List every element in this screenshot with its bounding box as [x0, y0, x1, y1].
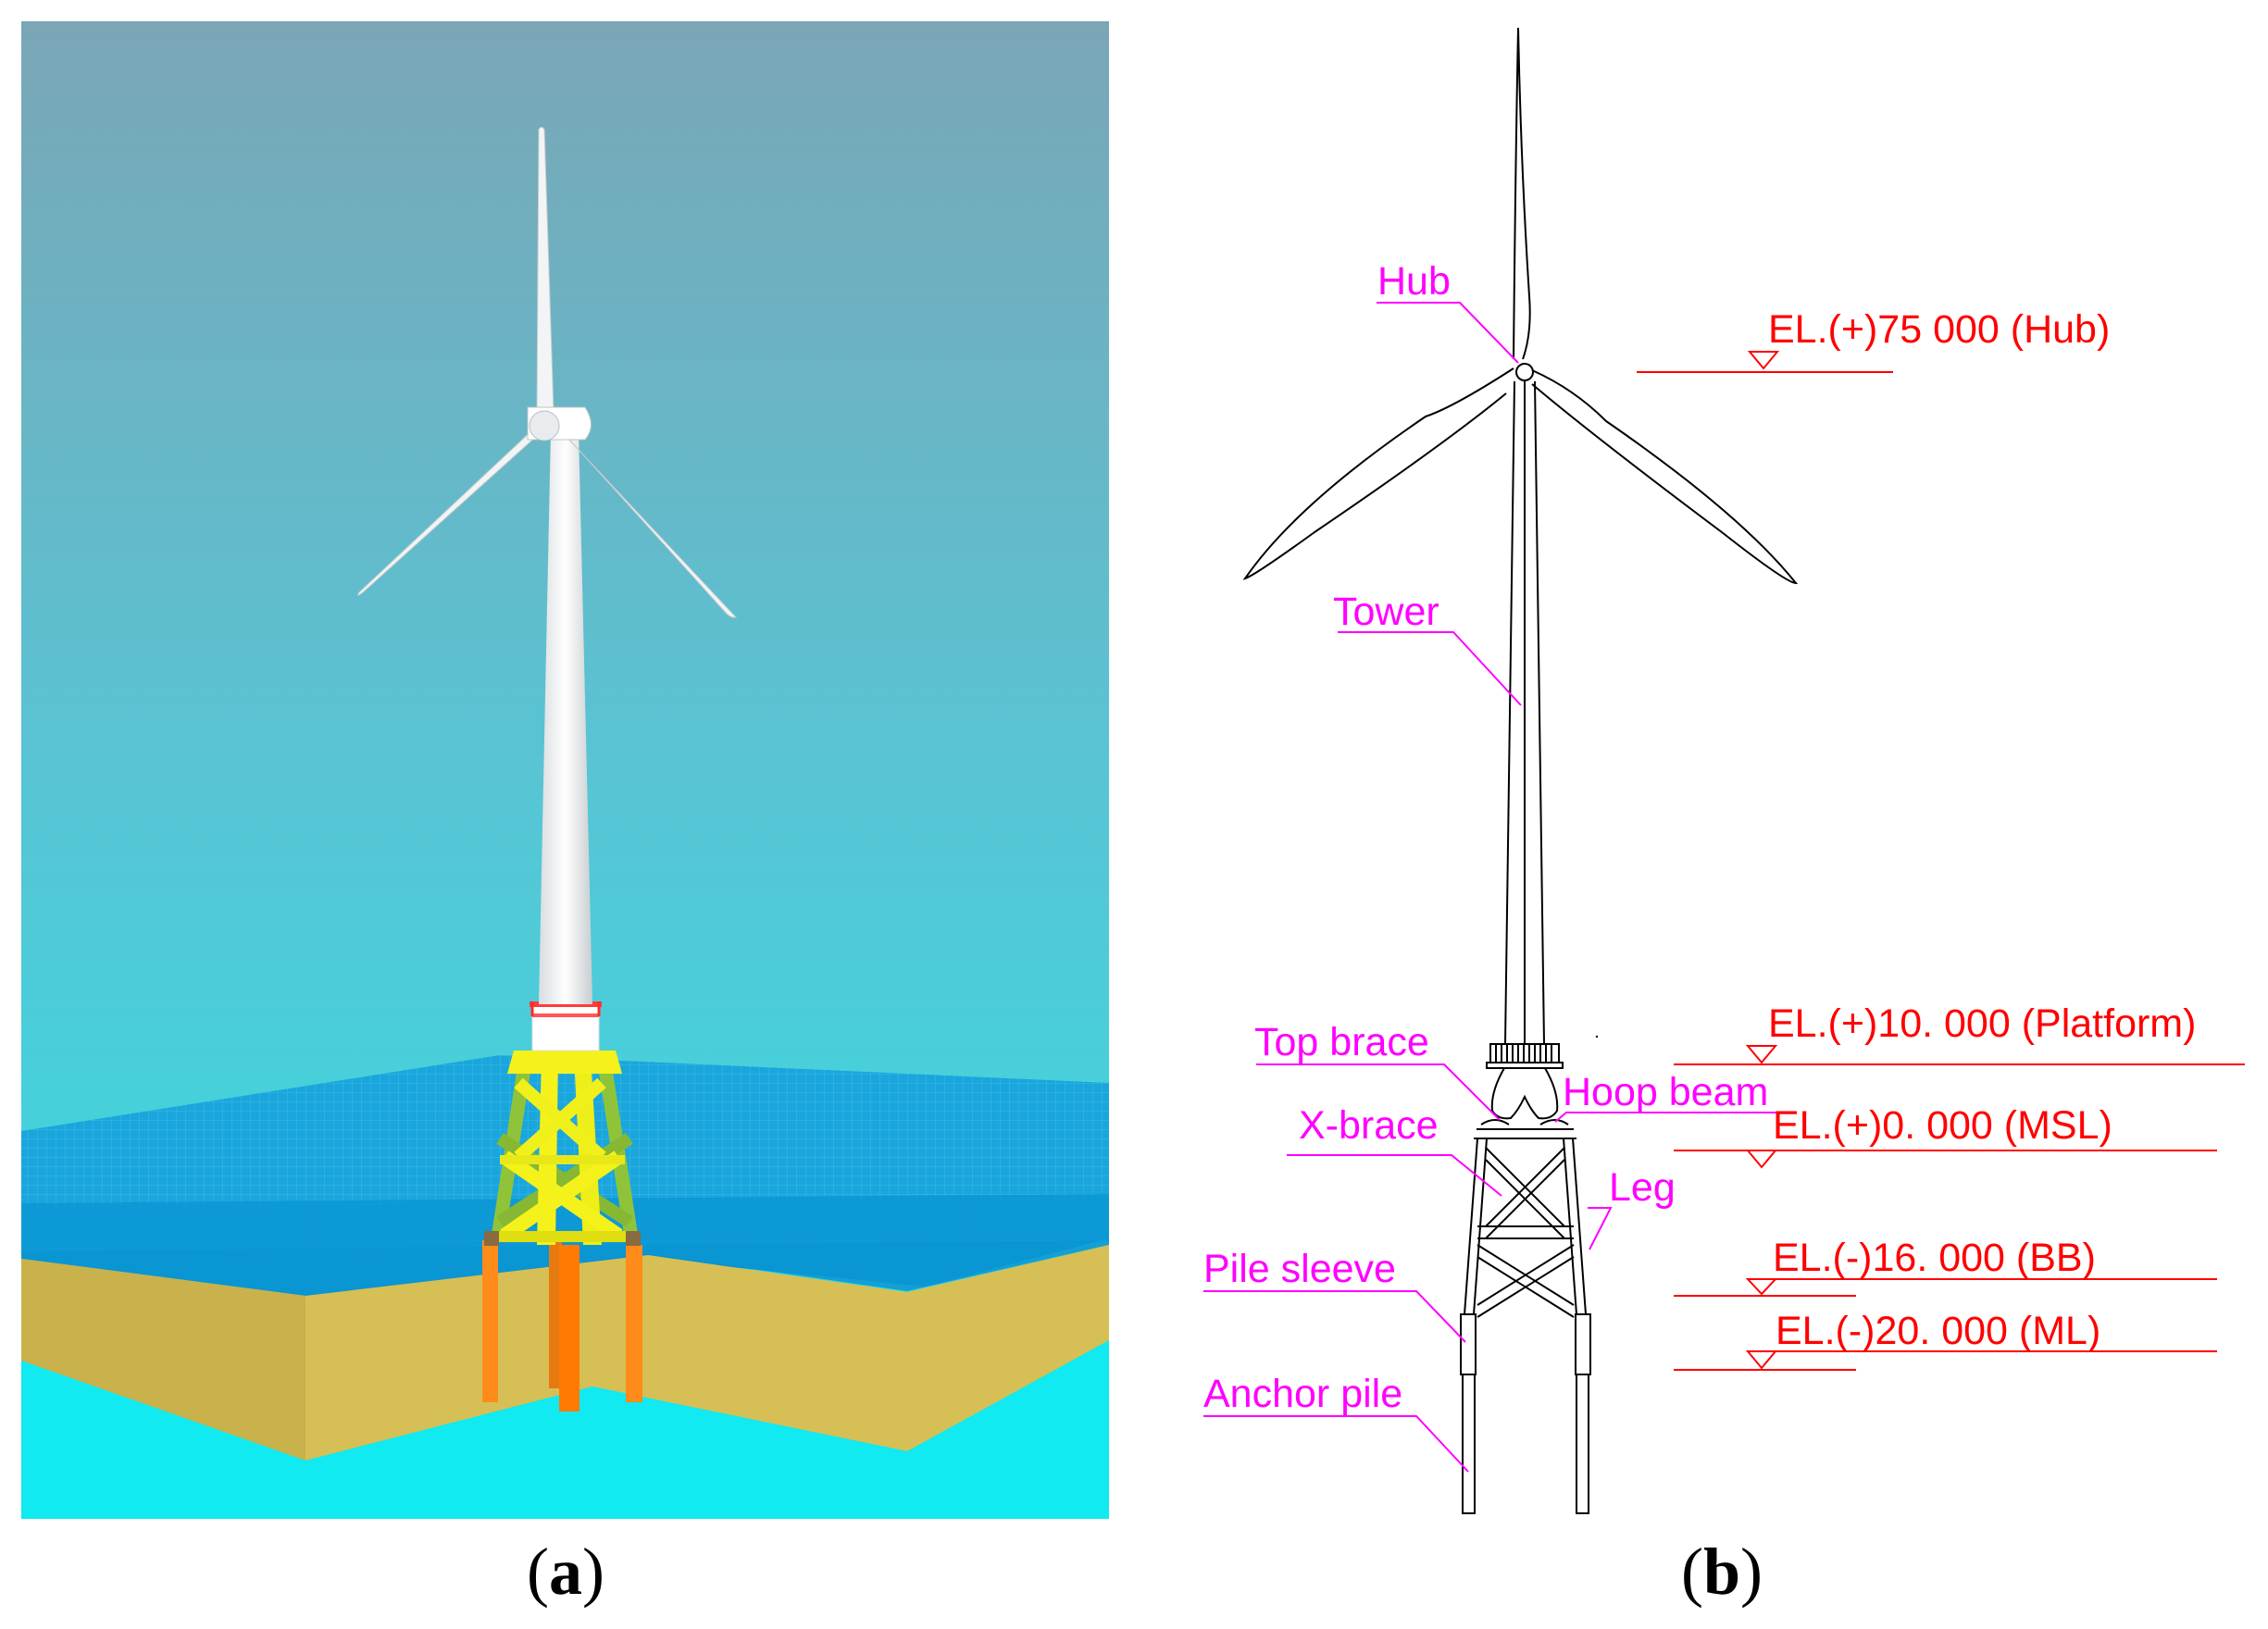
elevation-platform: EL.(+)10. 000 (Platform)	[1768, 1001, 2196, 1046]
pile-rendered	[482, 1240, 498, 1402]
panel-label-b: (b)	[1681, 1535, 1763, 1609]
platform-ring-rendered	[530, 1001, 602, 1051]
callout-x-brace: X-brace	[1299, 1103, 1439, 1148]
bottom-water	[21, 1340, 1109, 1519]
x-braces-drawing	[1477, 1147, 1575, 1318]
callout-tower: Tower	[1333, 590, 1439, 634]
callout-top-brace: Top brace	[1254, 1020, 1429, 1064]
pile-sleeves-drawing	[1460, 1313, 1591, 1375]
callout-leaders	[1203, 302, 1787, 1473]
piles-rendered	[482, 1240, 642, 1411]
panel-a-rendering	[21, 21, 1109, 1519]
callout-pile-sleeve: Pile sleeve	[1203, 1247, 1396, 1291]
callout-hoop-beam: Hoop beam	[1563, 1070, 1768, 1114]
pile-rendered	[559, 1245, 579, 1411]
tower-drawing	[1504, 380, 1545, 1045]
panel-label-a: (a)	[527, 1535, 604, 1609]
jacket-rendered	[484, 1051, 641, 1246]
callout-leg: Leg	[1609, 1165, 1676, 1210]
elevation-bb: EL.(-)16. 000 (BB)	[1773, 1236, 2096, 1280]
callout-anchor-pile: Anchor pile	[1203, 1372, 1402, 1416]
blades-drawing	[1242, 27, 1799, 585]
panel-b-drawing: Hub Tower Top brace Hoop beam X-brace Le…	[1203, 27, 2245, 1514]
top-brace-drawing	[1474, 1067, 1576, 1139]
anchor-piles-drawing	[1462, 1374, 1589, 1514]
elevation-ml: EL.(-)20. 000 (ML)	[1776, 1309, 2100, 1353]
drawing-speck	[1595, 1035, 1599, 1038]
pile-rendered	[626, 1245, 642, 1402]
callout-hub: Hub	[1377, 259, 1451, 304]
rotor-rendered	[357, 127, 737, 618]
elevation-msl: EL.(+)0. 000 (MSL)	[1773, 1103, 2112, 1148]
seabed-shadow	[21, 1259, 305, 1461]
tower-rendered	[539, 430, 592, 1004]
hub-drawing	[1515, 363, 1534, 381]
elevation-hub: EL.(+)75 000 (Hub)	[1768, 307, 2110, 352]
elevation-markers	[1637, 351, 2245, 1371]
platform-drawing	[1486, 1043, 1564, 1069]
pile-rendered	[549, 1240, 562, 1388]
